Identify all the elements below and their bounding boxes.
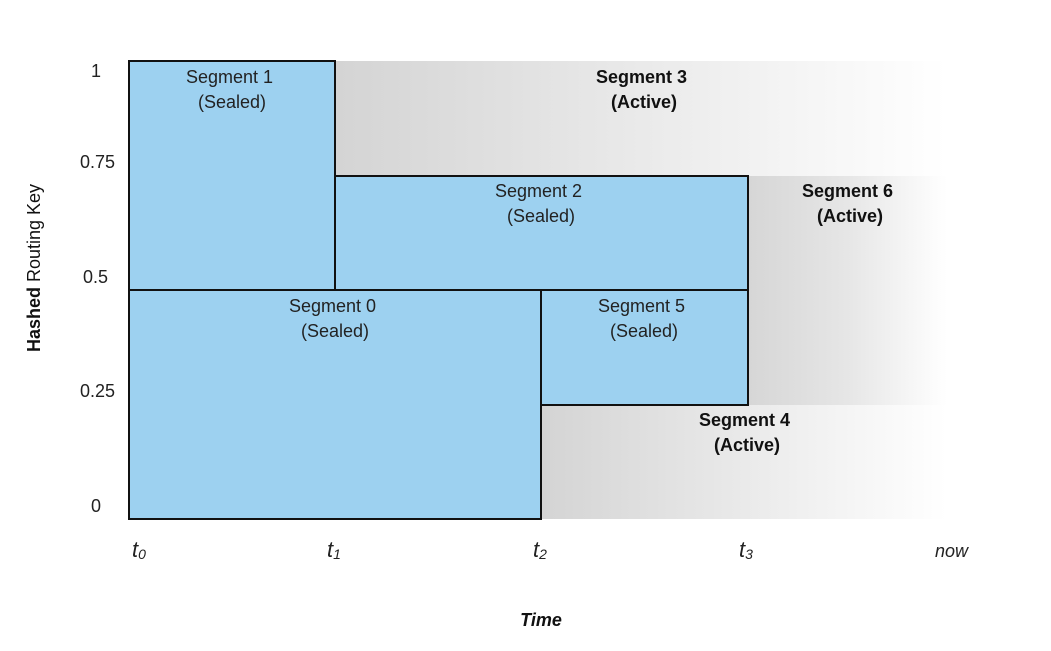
x-tick-t3-main: t bbox=[739, 537, 746, 562]
y-tick-075: 0.75 bbox=[80, 152, 115, 172]
y-tick-05: 0.5 bbox=[83, 267, 108, 287]
y-tick-1: 1 bbox=[91, 61, 101, 81]
y-axis-title-bold: Hashed bbox=[24, 287, 44, 352]
segment-6-label: Segment 6 (Active) bbox=[802, 181, 898, 226]
y-tick-0: 0 bbox=[91, 496, 101, 516]
segment-5-state: (Sealed) bbox=[610, 321, 678, 341]
x-tick-t2: t2 bbox=[533, 537, 547, 562]
segment-4-state: (Active) bbox=[714, 435, 780, 455]
segment-1-label: Segment 1 (Sealed) bbox=[186, 67, 278, 112]
x-tick-t0-main: t bbox=[132, 537, 139, 562]
x-tick-t3-sub: 3 bbox=[745, 546, 753, 562]
segment-2-label: Segment 2 (Sealed) bbox=[495, 181, 587, 226]
x-axis-title: Time bbox=[520, 610, 562, 630]
segment-2-name: Segment 2 bbox=[495, 181, 582, 201]
y-axis-title-rest: Routing Key bbox=[24, 184, 44, 287]
y-axis-title: Hashed Routing Key bbox=[24, 184, 44, 352]
segment-4-label: Segment 4 (Active) bbox=[699, 410, 795, 455]
segment-0-state: (Sealed) bbox=[301, 321, 369, 341]
segment-0-label: Segment 0 (Sealed) bbox=[289, 296, 381, 341]
x-tick-t1: t1 bbox=[327, 537, 341, 562]
x-tick-t1-main: t bbox=[327, 537, 334, 562]
segment-5-name: Segment 5 bbox=[598, 296, 685, 316]
segment-4-area bbox=[541, 405, 947, 519]
segment-6-area bbox=[748, 176, 947, 405]
segment-6-name: Segment 6 bbox=[802, 181, 893, 201]
x-tick-t2-main: t bbox=[533, 537, 540, 562]
x-tick-now: now bbox=[935, 541, 969, 561]
segment-5-label: Segment 5 (Sealed) bbox=[598, 296, 690, 341]
segment-3-name: Segment 3 bbox=[596, 67, 687, 87]
segment-3-label: Segment 3 (Active) bbox=[596, 67, 692, 112]
segment-2-state: (Sealed) bbox=[507, 206, 575, 226]
y-tick-025: 0.25 bbox=[80, 381, 115, 401]
segment-0-name: Segment 0 bbox=[289, 296, 376, 316]
x-tick-t0: t0 bbox=[132, 537, 146, 562]
x-tick-t1-sub: 1 bbox=[333, 546, 341, 562]
x-tick-t0-sub: 0 bbox=[138, 546, 146, 562]
x-tick-t2-sub: 2 bbox=[538, 546, 547, 562]
x-tick-t3: t3 bbox=[739, 537, 753, 562]
segment-3-area bbox=[335, 61, 947, 176]
segment-6-state: (Active) bbox=[817, 206, 883, 226]
segment-4-name: Segment 4 bbox=[699, 410, 790, 430]
segment-1-name: Segment 1 bbox=[186, 67, 273, 87]
segment-1-state: (Sealed) bbox=[198, 92, 266, 112]
segment-3-state: (Active) bbox=[611, 92, 677, 112]
